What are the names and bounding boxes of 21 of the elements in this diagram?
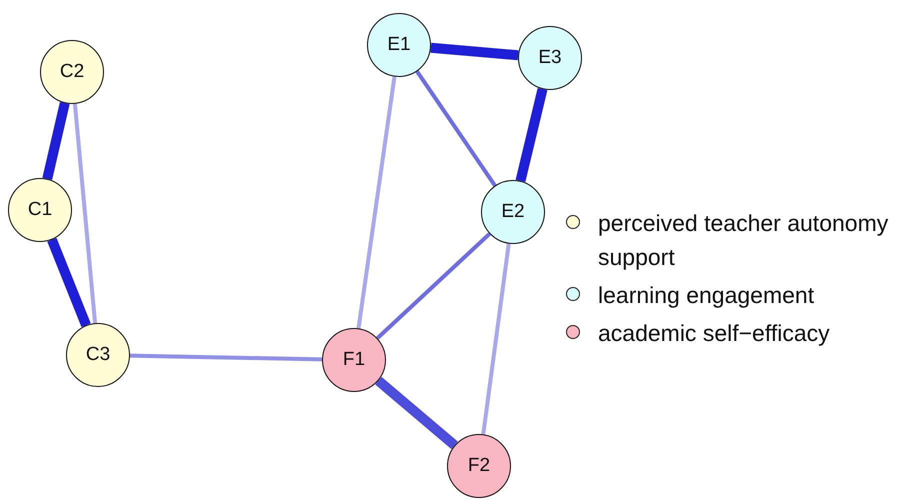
node-circle: F2 xyxy=(447,434,511,498)
edge-line xyxy=(356,76,396,329)
edge-line xyxy=(415,70,497,187)
node-circle: C2 xyxy=(40,40,104,104)
edge-line xyxy=(516,88,548,182)
edge-line xyxy=(42,102,70,180)
node-circle: F1 xyxy=(322,328,386,392)
edge-line xyxy=(430,42,519,60)
node-circle: E3 xyxy=(518,26,582,90)
node-circle: C1 xyxy=(8,178,72,242)
node-circle: E1 xyxy=(367,13,431,77)
node-circle: E2 xyxy=(481,180,545,244)
edge-line xyxy=(130,354,322,362)
legend-label: academic self−efficacy xyxy=(598,319,831,348)
edge-line xyxy=(481,243,511,435)
edge-line xyxy=(376,232,491,340)
edge-line xyxy=(72,104,98,324)
edge-line xyxy=(375,376,458,450)
legend-label: learning engagement xyxy=(598,281,816,310)
edge-line xyxy=(47,238,91,328)
node-circle: C3 xyxy=(66,323,130,387)
